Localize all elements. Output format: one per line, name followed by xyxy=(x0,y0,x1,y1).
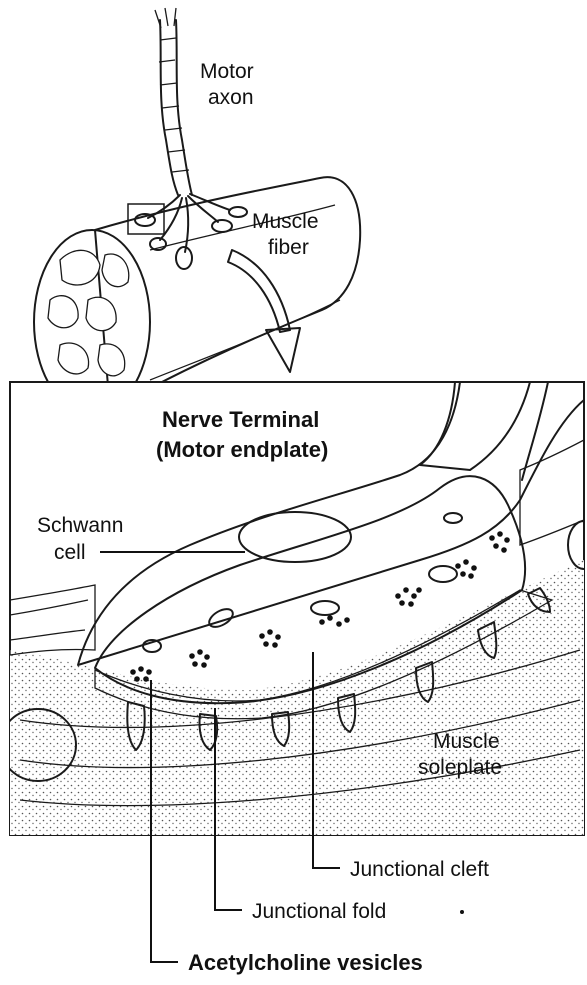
label-muscle-fiber-line1: Muscle xyxy=(252,210,319,233)
inset-title-line1: Nerve Terminal xyxy=(162,407,319,432)
motor-axon-drawing xyxy=(128,8,247,269)
label-motor-axon-line2: axon xyxy=(208,86,254,109)
label-acetylcholine-vesicles: Acetylcholine vesicles xyxy=(188,950,423,975)
label-motor-axon-line1: Motor xyxy=(200,60,254,83)
label-junctional-cleft: Junctional cleft xyxy=(350,858,489,881)
label-schwann-line1: Schwann xyxy=(37,514,123,537)
muscle-fiber-cylinder xyxy=(95,177,360,410)
inset-title-line2: (Motor endplate) xyxy=(156,437,328,462)
label-muscle-fiber-line2: fiber xyxy=(268,236,309,259)
inset-panel: Nerve Terminal (Motor endplate) Schwann … xyxy=(0,382,587,835)
label-soleplate-line2: soleplate xyxy=(418,756,502,779)
stray-mark xyxy=(460,910,464,914)
label-junctional-fold: Junctional fold xyxy=(252,900,386,923)
label-schwann-line2: cell xyxy=(54,541,86,564)
label-soleplate-line1: Muscle xyxy=(433,730,500,753)
zoom-arrow xyxy=(228,250,300,372)
